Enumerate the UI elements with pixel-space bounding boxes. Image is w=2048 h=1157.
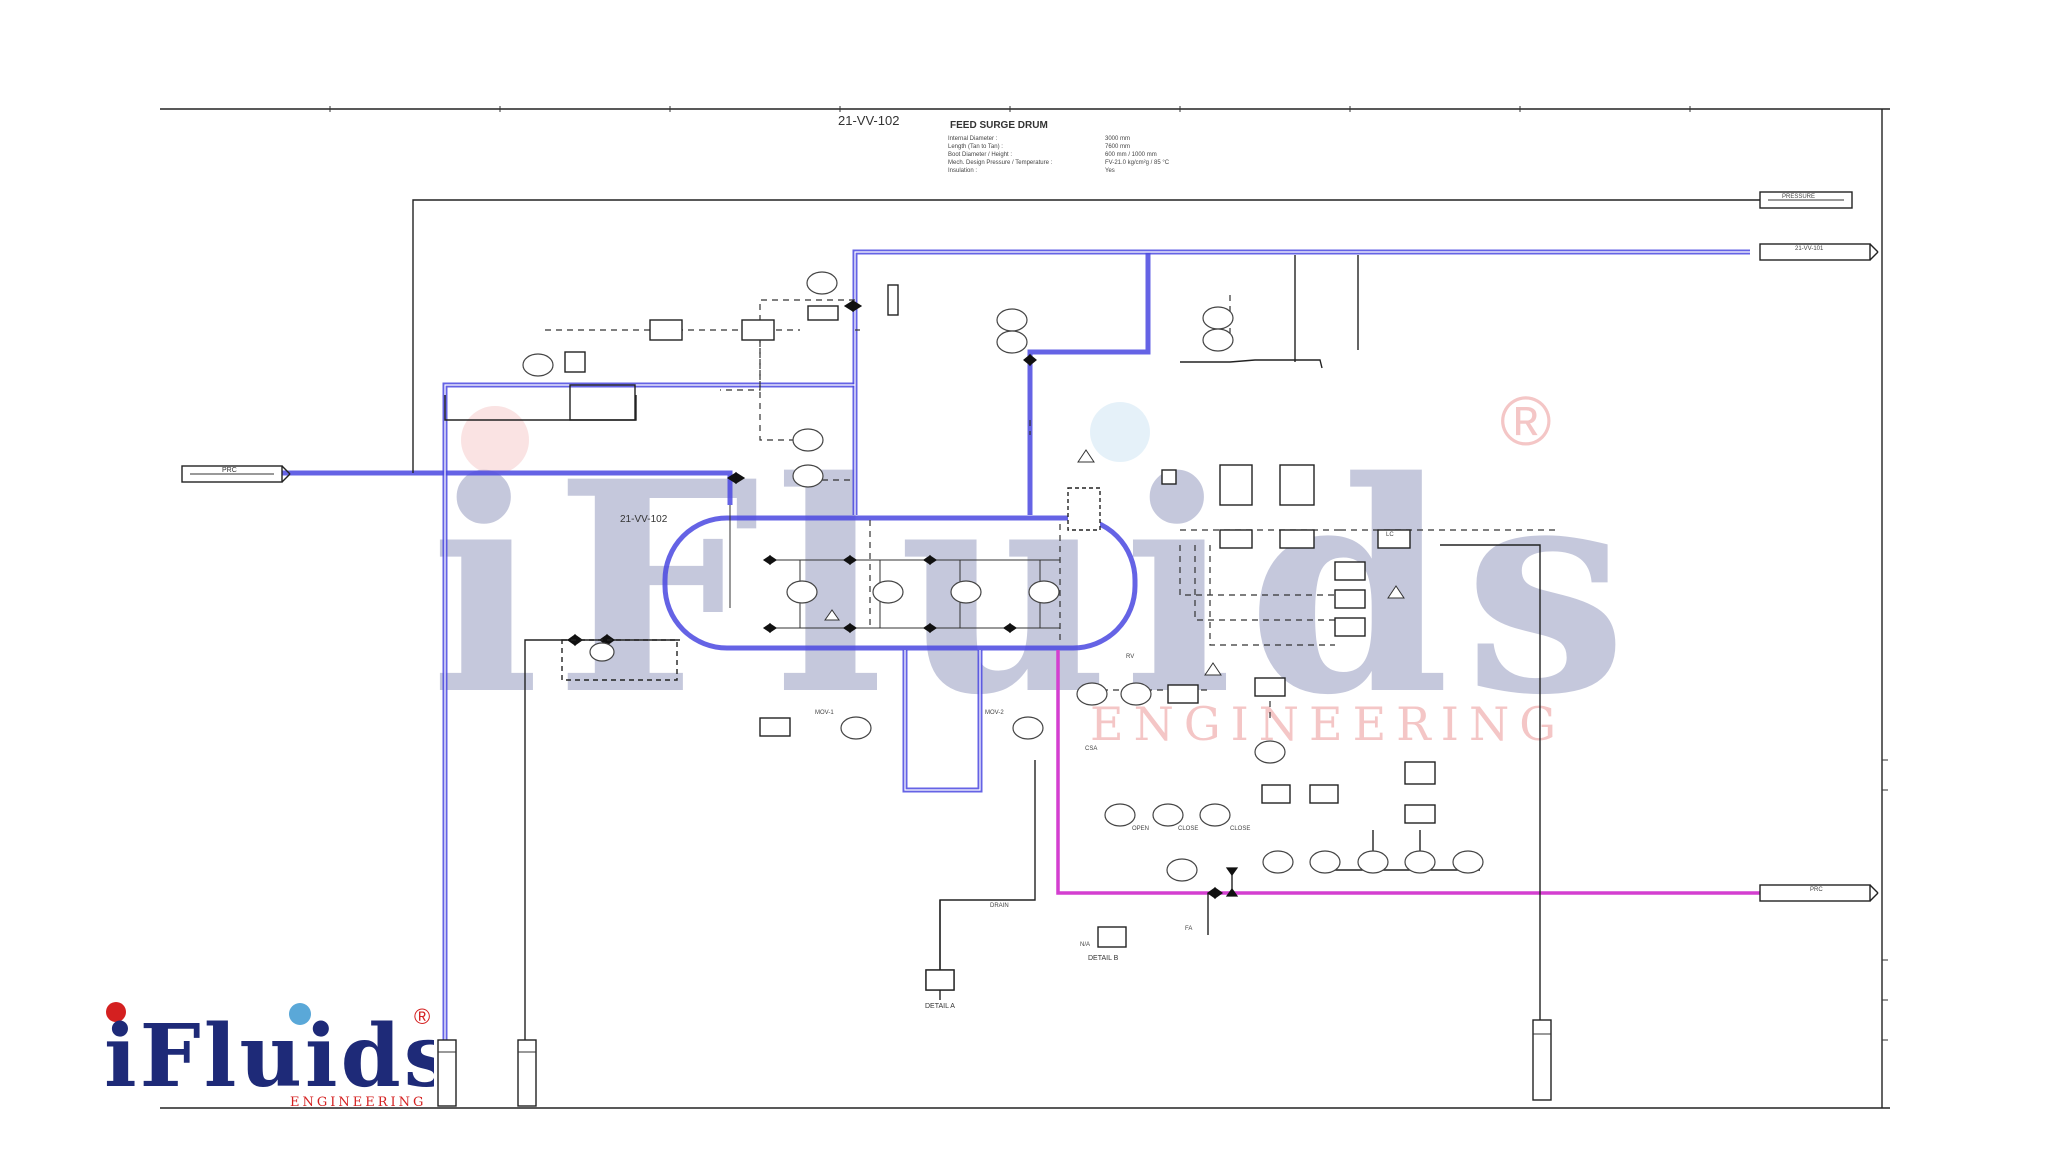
vessel-tag: 21-VV-102 [620,514,668,525]
brand-logo: iFluids ® ENGINEERING [104,998,452,1110]
label-close-2: CLOSE [1230,826,1250,832]
connector-right-bottom-tag: PRC [1810,887,1823,893]
watermark-subtext: ENGINEERING [1090,697,1566,751]
process-lines-blue-inner [444,251,1750,1085]
logo-subtext: ENGINEERING [290,1095,426,1110]
detail-b-block: DETAIL B [1088,955,1119,962]
logo-dot-blue [289,1003,311,1025]
detail-a-block: DETAIL A DRAIN [925,900,1009,1010]
logo-registered: ® [414,1004,430,1029]
spec-value-3: 600 mm / 1000 mm [1105,152,1157,158]
instrument-bubbles [522,271,1484,882]
vessel-title: FEED SURGE DRUM [950,120,1048,131]
drain-label: DRAIN [990,903,1009,909]
offpage-connector-left: PRC [181,465,291,483]
label-rv: RV [1126,654,1134,660]
detail-a-label: DETAIL A [925,1003,955,1010]
label-lc: LC [1386,532,1394,538]
spec-label-4: Mech. Design Pressure / Temperature : [948,160,1053,166]
spec-value-2: 7600 mm [1105,144,1130,150]
process-lines-black [412,199,1760,1105]
misc-labels: RV MOV-1 MOV-2 OPEN CLOSE CLOSE CSA LC F… [815,532,1394,948]
drawing-frame [160,106,1890,1109]
spec-value-4: FV-21.0 kg/cm²g / 85 °C [1105,160,1170,166]
drawing-tag: 21-VV-102 [838,113,899,128]
connector-right-top-tag: PRESSURE [1782,194,1815,200]
offpage-connector-right-bottom: PRC [1759,884,1879,902]
brand-watermark: iFluids ENGINEERING ® [430,382,1627,759]
spec-label-5: Insulation : [948,168,977,174]
valves [566,299,1239,900]
connector-left-tag: PRC [222,467,237,474]
label-mov2: MOV-2 [985,710,1004,716]
title-block: 21-VV-102 FEED SURGE DRUM Internal Diame… [838,113,1170,174]
watermark-registered: ® [1500,382,1552,460]
tag-boxes [561,284,1436,991]
offpage-connector-right-top: PRESSURE [1759,191,1853,209]
connector-right-mid-tag: 21-VV-101 [1795,246,1824,252]
spec-value-5: Yes [1105,168,1115,174]
warning-triangles [824,449,1405,676]
spec-label-2: Length (Tan to Tan) : [948,144,1003,150]
label-open: OPEN [1132,826,1149,832]
offpage-connectors-bottom [437,1019,1552,1107]
offpage-connector-right-mid: 21-VV-101 [1759,243,1879,261]
label-mov1: MOV-1 [815,710,834,716]
label-close: CLOSE [1178,826,1198,832]
brand-logo-svg: iFluids ® ENGINEERING [104,1002,452,1110]
spec-label-3: Boot Diameter / Height : [948,152,1012,158]
label-na: N/A [1080,942,1090,948]
process-line-pink [1056,650,1760,895]
spec-label-1: Internal Diameter : [948,136,998,142]
logo-text: iFluids [104,1006,434,1107]
detail-b-label: DETAIL B [1088,955,1119,962]
logo-dot-red [106,1002,126,1022]
label-fa: FA [1185,926,1192,932]
spec-value-1: 3000 mm [1105,136,1130,142]
label-csa: CSA [1085,746,1097,752]
